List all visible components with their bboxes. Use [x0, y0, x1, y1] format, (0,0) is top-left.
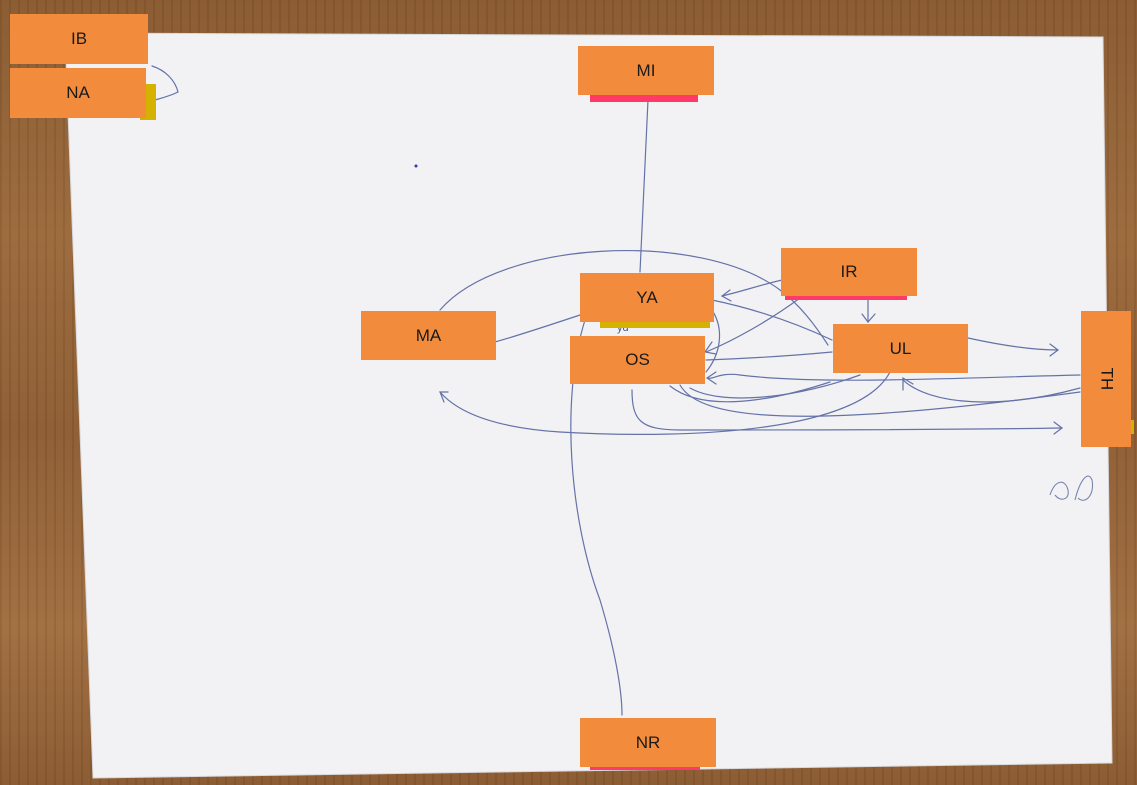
node-ma[interactable]: MA — [361, 311, 496, 360]
edge-th-ul — [902, 379, 1081, 403]
mi-pink-flag — [590, 92, 698, 102]
node-th[interactable]: TH — [1081, 311, 1131, 447]
edge-ir-ya — [721, 279, 783, 297]
edge-th-os — [707, 373, 1081, 381]
handwritten-scribble — [1049, 475, 1094, 501]
node-ir-label: IR — [840, 262, 858, 281]
node-ib[interactable]: IB — [10, 14, 148, 64]
node-os[interactable]: OS — [570, 336, 705, 384]
edge-os-ul-loop — [669, 381, 831, 403]
edge-ya-ma — [494, 314, 581, 343]
edge-ir-os — [705, 297, 801, 353]
edge-ya-nr — [570, 319, 623, 716]
node-th-label: TH — [1096, 367, 1116, 391]
node-ir[interactable]: IR — [781, 248, 917, 296]
node-ul[interactable]: UL — [833, 324, 968, 373]
node-ma-label: MA — [415, 325, 442, 345]
node-ya-label: YA — [636, 287, 658, 307]
ya-yellow-flag — [600, 320, 710, 328]
ink-connections — [151, 65, 1081, 716]
node-mi-label: MI — [636, 60, 656, 80]
edge-os-th-2 — [631, 389, 1063, 431]
edge-ul-ma — [439, 371, 891, 435]
edge-ya-ul — [711, 299, 833, 341]
node-nr[interactable]: NR — [580, 718, 716, 767]
node-nr-label: NR — [635, 732, 661, 752]
paper-surface — [64, 32, 1113, 779]
ink-dot — [414, 164, 418, 168]
edge-ma-ul-arc — [439, 250, 829, 346]
edge-os-ul — [705, 351, 833, 361]
node-na-label: NA — [66, 83, 90, 102]
th-yellow-flag — [1128, 420, 1134, 434]
edge-mi-ya — [639, 99, 649, 273]
edge-na-arrow — [151, 65, 179, 101]
node-os-label: OS — [625, 350, 650, 369]
node-na[interactable]: NA — [10, 68, 146, 118]
node-ib-label: IB — [70, 29, 88, 48]
node-ul-label: UL — [889, 338, 912, 358]
under-ya-handwriting: yd — [617, 322, 629, 334]
node-mi[interactable]: MI — [578, 46, 714, 95]
edge-ul-th — [967, 337, 1059, 351]
edge-ya-os-loop — [705, 309, 721, 373]
node-ya[interactable]: YA — [580, 273, 714, 322]
